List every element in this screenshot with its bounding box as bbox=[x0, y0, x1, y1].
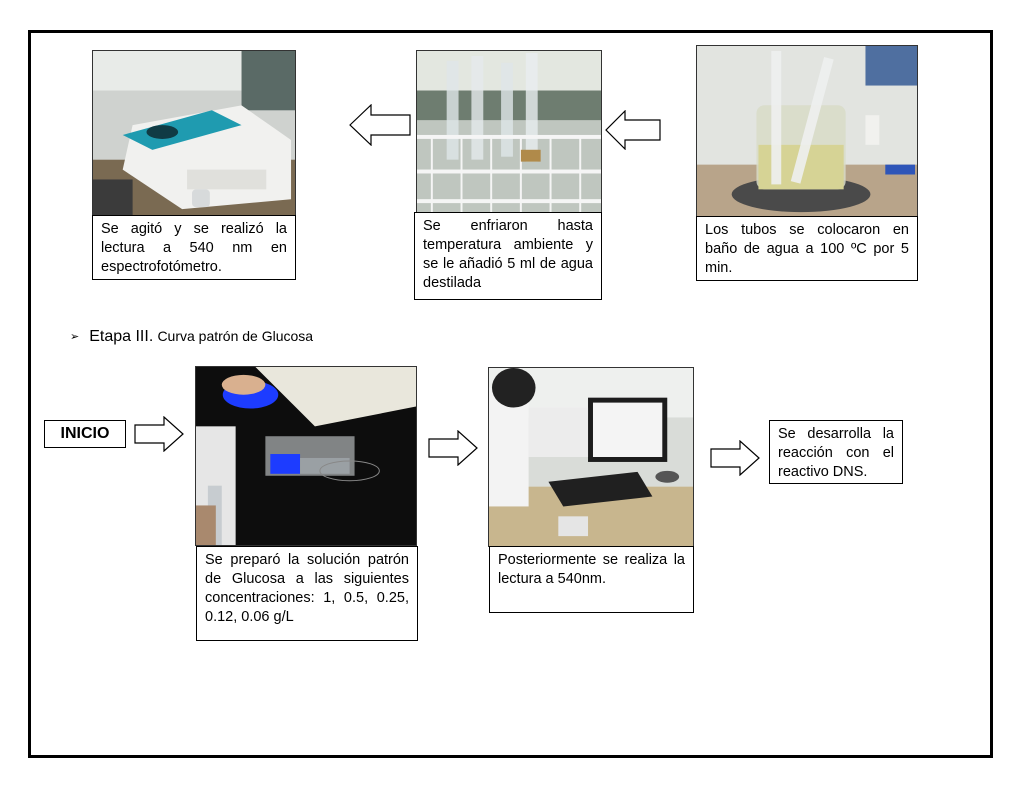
bullet-icon: ➢ bbox=[70, 331, 80, 343]
cooling-rack-photo bbox=[416, 50, 602, 213]
spectro-computer-photo bbox=[488, 367, 694, 547]
caption-dns-reaction: Se desarrolla la reacción con el reactiv… bbox=[769, 420, 903, 484]
stage-title: Etapa III. bbox=[89, 328, 154, 345]
arrow-left-icon bbox=[605, 110, 661, 150]
caption-cooling-water: Se enfriaron hasta temperatura ambiente … bbox=[414, 212, 602, 300]
caption-reading-540: Posteriormente se realiza la lectura a 5… bbox=[489, 546, 694, 613]
water-bath-photo bbox=[696, 45, 918, 219]
caption-glucose-preparation: Se preparó la solución patrón de Glucosa… bbox=[196, 546, 418, 641]
stage-heading: ➢ Etapa III. Curva patrón de Glucosa bbox=[70, 328, 313, 346]
caption-water-bath: Los tubos se colocaron en baño de agua a… bbox=[696, 216, 918, 281]
arrow-left-icon bbox=[349, 104, 411, 146]
arrow-right-icon bbox=[428, 430, 478, 466]
spectrophotometer-photo bbox=[92, 50, 296, 220]
page-frame bbox=[28, 30, 993, 758]
stage-subtitle: Curva patrón de Glucosa bbox=[157, 328, 314, 344]
inicio-label: INICIO bbox=[44, 420, 126, 448]
arrow-right-icon bbox=[710, 440, 760, 476]
caption-spectro-reading: Se agitó y se realizó la lectura a 540 n… bbox=[92, 215, 296, 280]
balance-glucose-photo bbox=[195, 366, 417, 546]
arrow-right-icon bbox=[134, 416, 184, 452]
